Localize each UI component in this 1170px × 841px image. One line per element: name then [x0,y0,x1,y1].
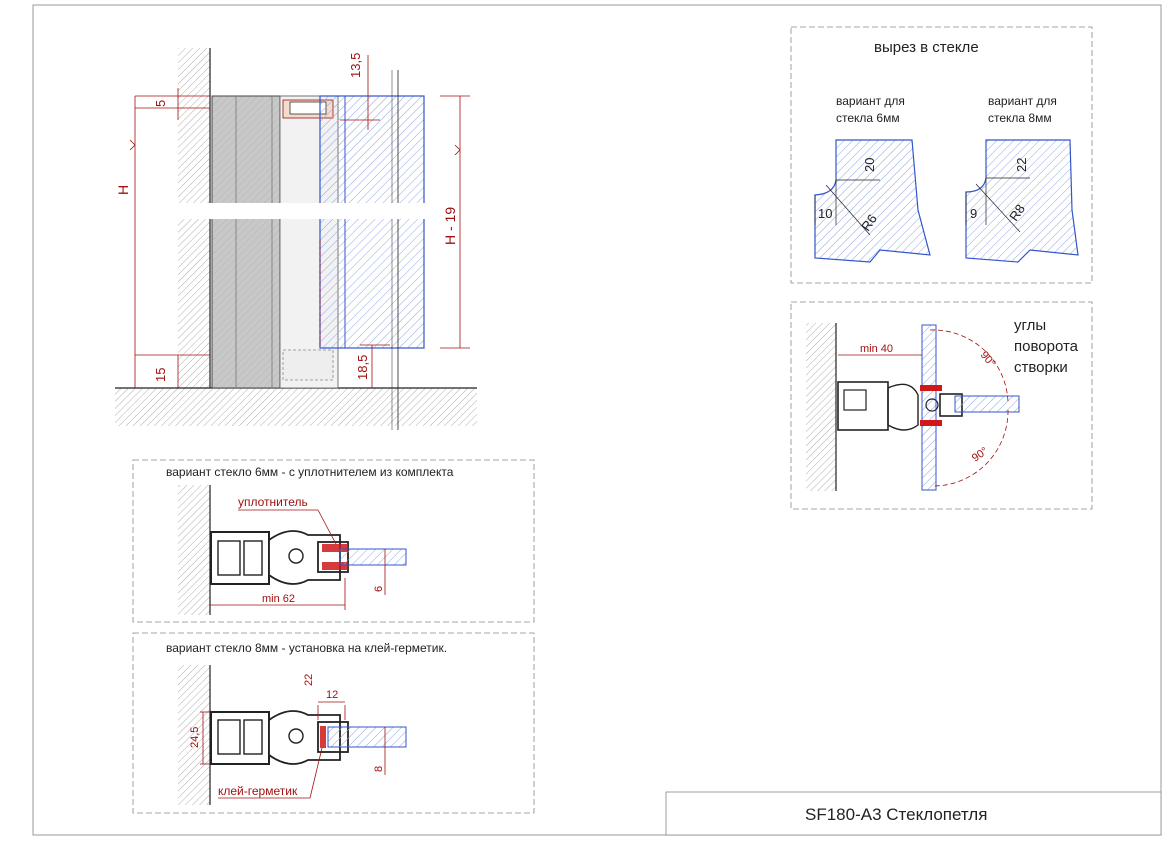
section-8mm-dim-24-5: 24,5 [189,727,201,748]
section-6mm-panel: вариант стекло 6мм - с уплотнителем из к… [132,459,535,623]
cutout-6mm-depth: 20 [862,158,877,172]
rotation-label-2: поворота [1014,338,1079,355]
title-block: SF180-A3 Стеклопетля [665,791,1162,836]
dim-15: 15 [153,368,168,382]
dim-13-5: 13,5 [348,53,363,78]
section-6mm-dim-min: min 62 [262,593,295,605]
rotation-panel: углы поворота створки min 40 90° 90° [790,301,1093,510]
variant-8mm-label-1: вариант для [988,94,1057,108]
rotation-angle-top: 90° [978,349,998,369]
section-8mm-panel: вариант стекло 8мм - установка на клей-г… [132,632,535,814]
rotation-label-3: створки [1014,359,1068,376]
section-6mm-thickness: 6 [373,586,385,592]
dim-H: H [115,185,131,195]
rotation-label-1: углы [1014,317,1046,334]
dim-5: 5 [153,100,168,107]
cutout-8mm-width: 9 [970,206,977,221]
section-8mm-dim-12: 12 [326,689,338,701]
variant-6mm-label-1: вариант для [836,94,905,108]
cutout-6mm-width: 10 [818,206,832,221]
section-8mm-heading: вариант стекло 8мм - установка на клей-г… [166,641,447,655]
variant-8mm-label-2: стекла 8мм [988,111,1052,125]
cutout-heading: вырез в стекле [874,39,979,56]
seal-label: уплотнитель [238,495,308,509]
elevation-glass [319,95,425,349]
dim-H-minus-19: H - 19 [442,207,458,245]
section-6mm-heading: вариант стекло 6мм - с уплотнителем из к… [166,465,454,479]
variant-6mm-label-2: стекла 6мм [836,111,900,125]
cutout-8mm-depth: 22 [1014,158,1029,172]
glass-8mm-shape [965,139,1079,263]
elevation-floor [115,388,477,426]
sealant-label: клей-герметик [218,784,298,798]
dim-18-5: 18,5 [355,355,370,380]
elevation-view: 13,5 5 H H - 19 15 18,5 [115,48,480,430]
title-text: SF180-A3 Стеклопетля [805,805,987,824]
sheet-border [32,4,1162,836]
glass-cutout-panel: вырез в стекле вариант для стекла 6мм 20… [790,26,1093,284]
glass-6mm-shape [814,139,931,263]
rotation-angle-bottom: 90° [970,445,991,464]
section-8mm-thickness: 8 [373,766,385,772]
section-8mm-dim-22: 22 [303,674,315,686]
rotation-dim-min: min 40 [860,343,893,355]
